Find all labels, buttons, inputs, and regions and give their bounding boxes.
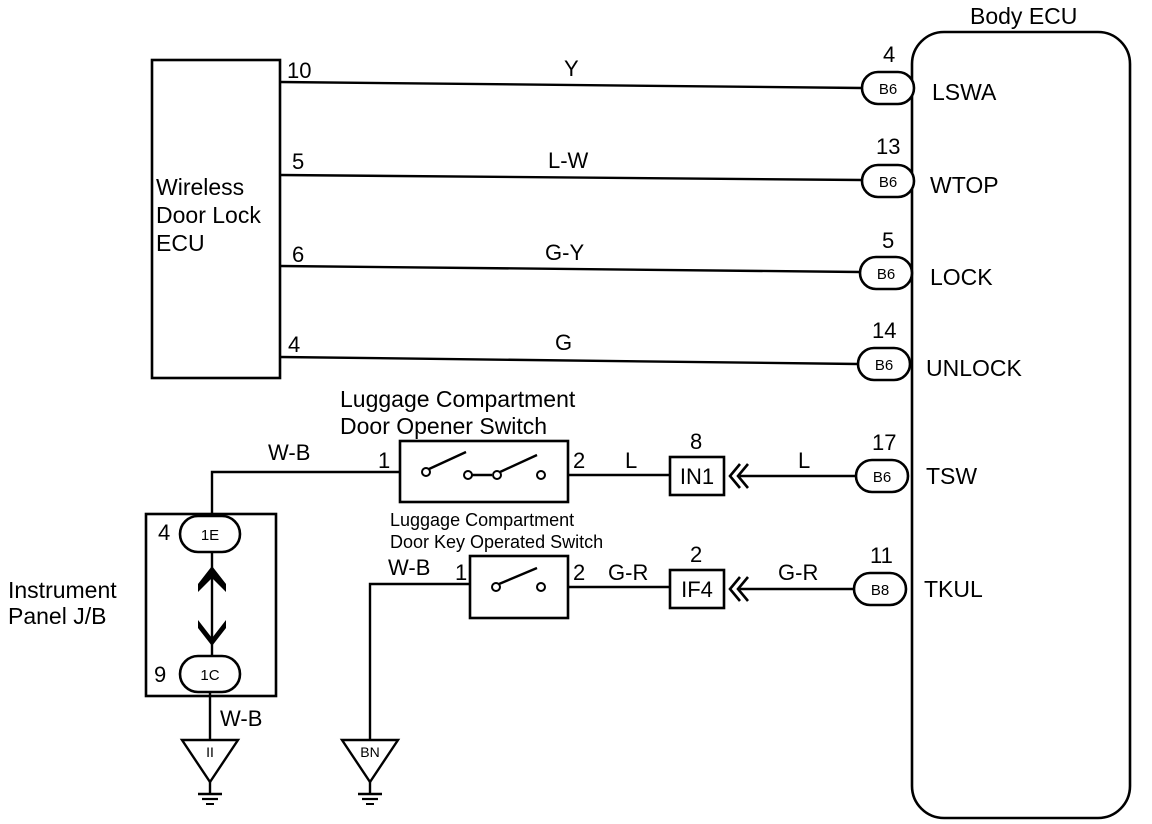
body-pin-tkul: 11 [870,543,893,568]
junction-in1-label: IN1 [680,464,714,489]
ground-bn-label: BN [360,744,379,760]
opener-pin-2: 2 [573,448,585,473]
terminal-lswa: LSWA [932,79,997,105]
key-pin-2: 2 [573,560,585,585]
connector-lock [858,255,914,291]
ground-ii-icon [179,738,241,805]
jb-pin-4: 4 [158,520,170,545]
junction-if4-chevron-icon [728,576,749,602]
body-pin-tsw: 17 [872,430,896,455]
connector-label-tsw: B6 [873,469,891,486]
wireless-pin-4: 4 [288,332,300,357]
opener-switch-title-2: Door Opener Switch [340,413,547,439]
junction-in1-pin: 8 [690,429,702,454]
wireless-ecu-label-3: ECU [156,230,205,256]
key-switch-title-2: Door Key Operated Switch [390,532,603,552]
body-pin-lswa: 4 [883,42,895,67]
connector-label-unlock: B6 [875,357,893,374]
wire-label-lock: G-Y [545,240,584,265]
opener-switch-contacts-icon [421,450,546,480]
body-pin-lock: 5 [882,228,894,253]
jb-connector-1e-label: 1E [201,527,219,544]
junction-if4-pin: 2 [690,542,702,567]
connector-lswa [860,70,916,106]
ground-ii-label: II [206,744,214,760]
wire-label-unlock: G [555,330,572,355]
instrument-jb-label-2: Panel J/B [8,603,106,629]
junction-if4-box [668,568,726,610]
wire-wtop [279,173,863,182]
wire-label-tsw-right: L [798,448,810,473]
body-ecu-title: Body ECU [970,3,1077,29]
wire-label-tkul-right: G-R [778,560,818,585]
terminal-tsw: TSW [926,463,977,489]
connector-label-lock: B6 [877,266,895,283]
wireless-ecu-label-2: Door Lock [156,202,261,228]
terminal-lock: LOCK [930,264,993,290]
wireless-pin-6: 6 [292,242,304,267]
body-ecu-box [910,30,1132,820]
junction-if4-label: IF4 [681,577,713,602]
jb-connector-1c-label: 1C [200,667,219,684]
terminal-unlock: UNLOCK [926,355,1023,381]
connector-tkul [852,571,908,607]
connector-wtop [860,163,916,199]
key-switch-title-1: Luggage Compartment [390,510,574,530]
key-switch-contact-icon [491,566,546,592]
wire-opener-feed [210,470,400,514]
wireless-pin-10: 10 [287,58,311,83]
wireless-ecu-label-1: Wireless [156,174,244,200]
wire-key-feed [368,582,470,740]
wireless-pin-5: 5 [292,149,304,174]
wire-lswa [279,80,863,90]
junction-in1-box [668,455,726,497]
wireless-ecu-box [150,58,282,380]
terminal-tkul: TKUL [924,576,983,602]
junction-in1-chevron-icon [728,463,749,489]
opener-pin-1: 1 [378,448,390,473]
jb-pin-9: 9 [154,662,166,687]
wire-label-tsw-left: L [625,448,637,473]
jb-link-arrows-icon [198,566,226,646]
wire-unlock [279,355,859,366]
wire-label-tkul-left: G-R [608,560,648,585]
connector-label-wtop: B6 [879,174,897,191]
key-pin-1: 1 [455,560,467,585]
wire-label-opener-feed: W-B [268,440,310,465]
terminal-wtop: WTOP [930,172,999,198]
body-pin-unlock: 14 [872,318,896,343]
jb-connector-1e [178,514,242,554]
opener-switch-title-1: Luggage Compartment [340,386,576,412]
instrument-jb-label-1: Instrument [8,577,117,603]
body-pin-wtop: 13 [876,134,900,159]
connector-unlock [856,346,912,382]
ground-bn-icon [339,738,401,805]
wire-lock [279,264,861,274]
wire-label-jb-ground: W-B [220,706,262,731]
connector-label-tkul: B8 [871,582,889,599]
connector-label-lswa: B6 [879,81,897,98]
wire-label-wtop: L-W [548,148,589,173]
connector-tsw [854,458,910,494]
wire-label-lswa: Y [564,56,579,81]
key-switch-box [468,554,570,620]
wire-label-key-feed: W-B [388,555,430,580]
